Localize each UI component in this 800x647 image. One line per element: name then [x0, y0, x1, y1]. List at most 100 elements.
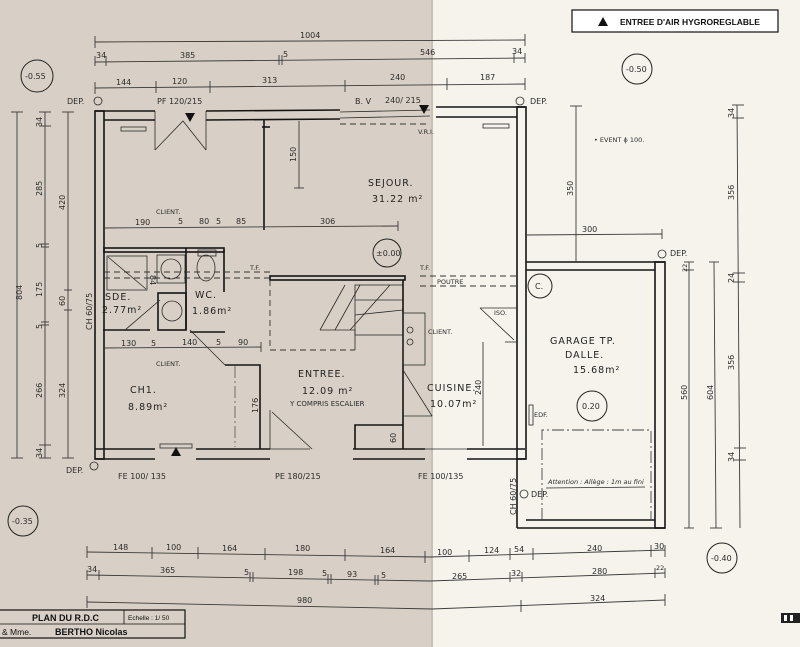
legend-box: ENTREE D'AIR HYGROREGLABLE — [571, 9, 779, 33]
dim-text: 5 — [322, 569, 327, 578]
interior-walls — [103, 120, 517, 449]
client-note: CLIENT. — [428, 328, 452, 336]
opening-fe-left: FE 100/ 135 — [118, 472, 166, 481]
opening-bv: B. V — [355, 97, 372, 106]
room-labels: SEJOUR. 31.22 m² SDE. 2.77m² WC. 1.86m² … — [102, 178, 620, 413]
dim-text: 420 — [58, 195, 67, 210]
opening-bv-size: 240/ 215 — [385, 96, 421, 105]
title-block: PLAN DU R.D.C Echelle : 1/ 50 & Mme. BER… — [0, 609, 186, 639]
dim-text: 356 — [727, 185, 736, 200]
room-cuisine-name: CUISINE. — [427, 383, 476, 394]
dim-text: 22 — [656, 564, 664, 572]
dim-text: 124 — [484, 546, 499, 555]
interior-dimensions: 190 5 80 5 85 306 130 5 140 5 90 150 84 … — [103, 121, 483, 443]
dim-text: 34 — [512, 47, 522, 56]
level-se: -0.40 — [711, 554, 732, 563]
level-c: C. — [535, 282, 543, 291]
dim-text: 32 — [511, 569, 521, 578]
edf-note: EDF. — [534, 411, 548, 419]
dim-text: 144 — [116, 78, 131, 87]
dim-text: 240 — [587, 544, 602, 553]
dep-label: DEP. — [67, 97, 84, 106]
dim-text: 100 — [166, 543, 181, 552]
room-cuisine-area: 10.07m² — [430, 399, 477, 410]
plan-title: PLAN DU R.D.C — [32, 613, 99, 623]
opening-pf: PF 120/215 — [157, 97, 202, 106]
legend-label: ENTREE D'AIR HYGROREGLABLE — [620, 17, 760, 27]
door-swing — [154, 120, 207, 151]
dim-text: 140 — [182, 338, 197, 347]
opening-fe-right: FE 100/135 — [418, 472, 463, 481]
dim-text: 5 — [381, 571, 386, 580]
air-inlet-icon — [185, 113, 195, 122]
air-inlet-icon — [171, 447, 181, 456]
room-sejour-name: SEJOUR. — [368, 178, 414, 189]
dim-text: 356 — [727, 355, 736, 370]
level-nw: -0.55 — [25, 72, 46, 81]
air-inlet-icon — [419, 105, 429, 114]
dim-text: 187 — [480, 73, 495, 82]
opening-pe: PE 180/215 — [275, 472, 321, 481]
toilet — [196, 254, 216, 282]
dim-text: 84 — [148, 275, 157, 285]
dim-text: 980 — [297, 596, 312, 605]
dim-text: 285 — [35, 181, 44, 196]
annotations: DEP. DEP. DEP. DEP. DEP. PF 120/215 B. V… — [66, 96, 687, 515]
dim-text: 34 — [87, 565, 97, 574]
dim-text: 175 — [35, 282, 44, 297]
dim-text: 80 — [199, 217, 209, 226]
client-note: CLIENT. — [156, 360, 180, 368]
dim-text: 190 — [135, 218, 150, 227]
bottom-dimensions: 148 100 164 180 164 100 124 54 240 30 34… — [86, 542, 666, 612]
dim-text: 365 — [160, 566, 175, 575]
dim-text: 198 — [288, 568, 303, 577]
dim-text: 30 — [654, 542, 664, 551]
dim-text: 385 — [180, 51, 195, 60]
left-dimensions: 804 34 285 5 175 5 266 34 420 60 324 — [11, 111, 74, 459]
room-sde-area: 2.77m² — [102, 305, 142, 316]
dim-text: 5 — [216, 217, 221, 226]
level-sw: -0.35 — [12, 517, 33, 526]
dep-label: DEP. — [530, 97, 547, 106]
dim-text: 24 — [727, 273, 736, 283]
dim-text: 5 — [216, 338, 221, 347]
dim-text: 5 — [283, 50, 288, 59]
dim-text: 164 — [222, 544, 237, 553]
dim-text: 300 — [582, 225, 597, 234]
dim-text: 266 — [35, 383, 44, 398]
room-garage-sub: DALLE. — [565, 350, 604, 361]
room-wc-name: WC. — [195, 290, 217, 301]
room-entree-area: 12.09 m² — [302, 386, 353, 397]
level-entree: ±0.00 — [376, 249, 401, 258]
dim-text: 34 — [727, 452, 736, 462]
dim-text: 150 — [289, 147, 298, 162]
dim-text: 34 — [96, 51, 106, 60]
poutre-note: POUTRE — [437, 278, 463, 286]
garage-door — [541, 429, 652, 520]
kitchen-sink — [402, 312, 426, 366]
washing-machine — [160, 258, 182, 280]
room-garage-area: 15.68m² — [573, 365, 620, 376]
dim-top-total: 1004 — [300, 31, 320, 40]
dim-text: 54 — [514, 545, 524, 554]
top-dimensions: 1004 34 385 5 546 34 144 120 313 240 187 — [94, 31, 526, 94]
dim-text: 34 — [727, 108, 736, 118]
dim-text: 5 — [178, 217, 183, 226]
dim-text: 804 — [15, 285, 24, 300]
iso-note: ISO. — [494, 309, 507, 317]
level-garage: 0.20 — [582, 402, 600, 411]
garage-walls — [516, 261, 666, 529]
tf-note: T.F. — [419, 264, 430, 272]
dim-text: 34 — [35, 117, 44, 127]
dim-text: 240 — [474, 380, 483, 395]
dim-text: 324 — [590, 594, 605, 603]
room-ch1-area: 8.89m² — [128, 402, 168, 413]
client-prefix: & Mme. — [2, 627, 31, 637]
room-wc-area: 1.86m² — [192, 306, 232, 317]
attention-note: Attention : Allège : 1m au fini — [547, 478, 644, 486]
event-note: • EVENT ϕ 100. — [594, 136, 644, 144]
room-ch1-name: CH1. — [130, 385, 157, 396]
room-sde-name: SDE. — [105, 292, 131, 303]
opening-vri: V.R.I. — [418, 128, 434, 136]
room-sejour-area: 31.22 m² — [372, 194, 423, 205]
